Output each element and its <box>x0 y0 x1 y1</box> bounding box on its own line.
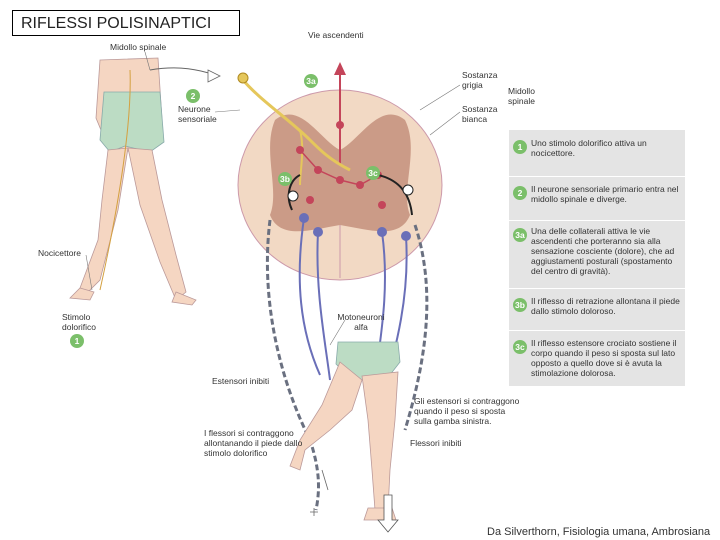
step-text: Una delle collaterali attiva le vie asce… <box>531 226 681 276</box>
step-badge: 3c <box>513 340 527 354</box>
step-3a: 3a Una delle collaterali attiva le vie a… <box>509 226 685 290</box>
label-vie-ascendenti: Vie ascendenti <box>308 30 364 40</box>
label-motoneuroni-alfa: Motoneuroni alfa <box>336 312 386 332</box>
credit-text: Da Silverthorn, Fisiologia umana, Ambros… <box>487 526 710 538</box>
label-flessori-contraggono: I flessori si contraggono allontanando i… <box>204 428 304 458</box>
divider <box>509 176 685 177</box>
step-text: Il neurone sensoriale primario entra nel… <box>531 184 681 204</box>
label-midollo-spinale-right: Midollo spinale <box>508 86 548 106</box>
step-text: Il riflesso estensore crociato sostiene … <box>531 338 681 378</box>
label-nocicettore: Nocicettore <box>38 248 81 258</box>
badge-3a: 3a <box>304 74 318 88</box>
steps-panel: 1 Uno stimolo dolorifico attiva un nocic… <box>509 130 685 386</box>
label-estensori-contraggono: Gli estensori si contraggono quando il p… <box>414 396 524 426</box>
step-badge: 3b <box>513 298 527 312</box>
lower-figure <box>290 342 400 532</box>
label-neurone-sensoriale: Neurone sensoriale <box>178 104 228 124</box>
step-1: 1 Uno stimolo dolorifico attiva un nocic… <box>509 138 685 178</box>
label-estensori-inibiti: Estensori inibiti <box>212 376 269 386</box>
badge-2: 2 <box>186 89 200 103</box>
step-3c: 3c Il riflesso estensore crociato sostie… <box>509 338 685 386</box>
label-flessori-inibiti: Flessori inibiti <box>410 438 462 448</box>
badge-3b: 3b <box>278 172 292 186</box>
step-badge: 3a <box>513 228 527 242</box>
label-stimolo-dolorifico: Stimolo dolorifico <box>62 312 102 332</box>
label-sostanza-bianca: Sostanza bianca <box>462 104 502 124</box>
step-text: Uno stimolo dolorifico attiva un nocicet… <box>531 138 681 158</box>
step-2: 2 Il neurone sensoriale primario entra n… <box>509 184 685 224</box>
step-text: Il riflesso di retrazione allontana il p… <box>531 296 681 316</box>
label-sostanza-grigia: Sostanza grigia <box>462 70 502 90</box>
divider <box>509 330 685 331</box>
divider <box>509 288 685 289</box>
label-midollo-spinale: Midollo spinale <box>110 42 166 52</box>
badge-1: 1 <box>70 334 84 348</box>
badge-3c: 3c <box>366 166 380 180</box>
divider <box>509 220 685 221</box>
step-badge: 1 <box>513 140 527 154</box>
step-badge: 2 <box>513 186 527 200</box>
